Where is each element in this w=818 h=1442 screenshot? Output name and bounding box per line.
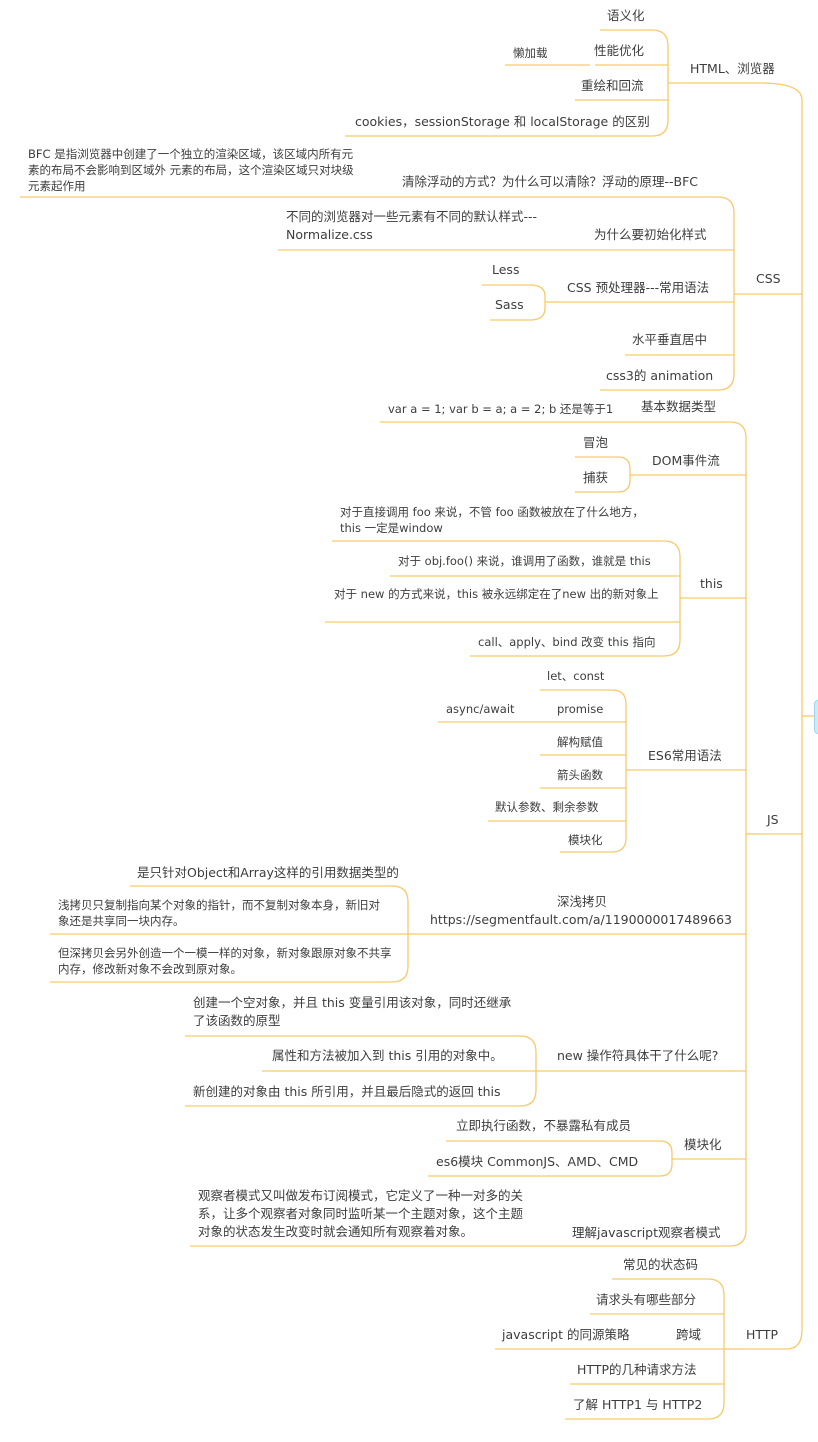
node-less[interactable]: Less [492, 262, 520, 277]
node-performance[interactable]: 性能优化 [594, 43, 645, 58]
node-this-obj[interactable]: 对于 obj.foo() 来说，谁调用了函数，谁就是 this [398, 554, 651, 568]
node-copy-note-2[interactable]: 浅拷贝只复制指向某个对象的指针，而不复制对象本身，新旧对象还是共享同一块内存。 [58, 898, 380, 928]
node-lazy-load[interactable]: 懒加载 [513, 46, 548, 60]
node-iife[interactable]: 立即执行函数，不暴露私有成员 [456, 1118, 632, 1133]
node-status-codes[interactable]: 常见的状态码 [623, 1257, 699, 1272]
node-destructuring[interactable]: 解构赋值 [557, 735, 603, 749]
node-sass[interactable]: Sass [495, 297, 524, 312]
node-same-origin[interactable]: javascript 的同源策略 [502, 1327, 630, 1342]
node-animation[interactable]: css3的 animation [606, 368, 714, 383]
node-normalize-note[interactable]: 不同的浏览器对一些元素有不同的默认样式---Normalize.css [286, 209, 538, 242]
node-dom-event[interactable]: DOM事件流 [652, 453, 720, 468]
node-arrow-function[interactable]: 箭头函数 [557, 768, 603, 782]
node-this-direct[interactable]: 对于直接调用 foo 来说，不管 foo 函数被放在了什么地方，this 一定是… [340, 505, 644, 535]
node-storage[interactable]: cookies，sessionStorage 和 localStorage 的区… [355, 114, 650, 129]
node-semantic[interactable]: 语义化 [607, 8, 645, 23]
node-promise[interactable]: promise [557, 702, 604, 716]
node-bubble[interactable]: 冒泡 [583, 435, 609, 450]
node-new-step-3[interactable]: 新创建的对象由 this 所引用，并且最后隐式的返回 this [193, 1084, 501, 1099]
node-new-operator[interactable]: new 操作符具体干了什么呢? [557, 1048, 719, 1063]
node-let-const[interactable]: let、const [547, 669, 605, 683]
node-clear-float[interactable]: 清除浮动的方式？为什么可以清除？浮动的原理--BFC [402, 174, 699, 189]
node-request-methods[interactable]: HTTP的几种请求方法 [577, 1362, 697, 1377]
node-center[interactable]: 水平垂直居中 [632, 332, 708, 347]
node-this[interactable]: this [700, 576, 723, 591]
node-new-step-1[interactable]: 创建一个空对象，并且 this 变量引用该对象，同时还继承了该函数的原型 [193, 995, 512, 1028]
node-observer-note[interactable]: 观察者模式又叫做发布订阅模式，它定义了一种一对多的关系，让多个观察者对象同时监听… [198, 1188, 524, 1239]
node-cors[interactable]: 跨域 [676, 1327, 702, 1342]
node-new-step-2[interactable]: 属性和方法被加入到 this 引用的对象中。 [272, 1048, 503, 1063]
node-this-new[interactable]: 对于 new 的方式来说，this 被永远绑定在了new 出的新对象上 [334, 587, 659, 601]
node-deep-copy[interactable]: 深浅拷贝 [557, 894, 608, 909]
node-request-headers[interactable]: 请求头有哪些部分 [596, 1292, 697, 1307]
node-capture[interactable]: 捕获 [583, 470, 609, 485]
node-deep-copy-url[interactable]: https://segmentfault.com/a/1190000017489… [430, 912, 732, 927]
node-preprocessor[interactable]: CSS 预处理器---常用语法 [567, 280, 710, 295]
node-copy-note-3[interactable]: 但深拷贝会另外创造一个一模一样的对象，新对象跟原对象不共享内存，修改新对象不会改… [58, 946, 392, 976]
node-es6[interactable]: ES6常用语法 [648, 748, 722, 763]
node-http2[interactable]: 了解 HTTP1 与 HTTP2 [573, 1397, 703, 1412]
node-init-style[interactable]: 为什么要初始化样式 [594, 227, 707, 242]
node-async-await[interactable]: async/await [446, 702, 515, 716]
node-module[interactable]: 模块化 [684, 1137, 722, 1152]
node-js[interactable]: JS [767, 812, 779, 827]
node-http[interactable]: HTTP [746, 1327, 778, 1342]
node-repaint-reflow[interactable]: 重绘和回流 [581, 78, 644, 93]
node-basic-types[interactable]: 基本数据类型 [641, 399, 717, 414]
node-copy-note-1[interactable]: 是只针对Object和Array这样的引用数据类型的 [137, 865, 399, 880]
node-observer[interactable]: 理解javascript观察者模式 [572, 1225, 721, 1240]
node-es6-module[interactable]: 模块化 [568, 833, 603, 847]
node-basic-types-note[interactable]: var a = 1; var b = a; a = 2; b 还是等于1 [388, 402, 614, 416]
node-css[interactable]: CSS [756, 271, 781, 286]
node-this-call[interactable]: call、apply、bind 改变 this 指向 [478, 635, 656, 649]
node-html-browser[interactable]: HTML、浏览器 [690, 61, 775, 76]
node-bfc-note[interactable]: BFC 是指浏览器中创建了一个独立的渲染区域，该区域内所有元素的布局不会影响到区… [28, 147, 354, 193]
node-module-standards[interactable]: es6模块 CommonJS、AMD、CMD [436, 1154, 639, 1169]
root-node-tab[interactable] [814, 700, 818, 734]
node-default-params[interactable]: 默认参数、剩余参数 [495, 800, 599, 814]
